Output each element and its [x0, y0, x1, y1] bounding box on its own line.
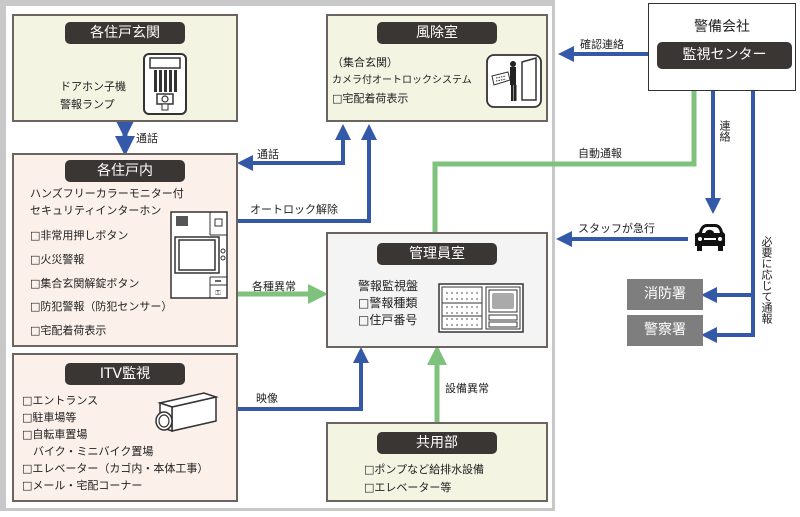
entrance-line: ドアホン子機: [60, 80, 126, 93]
alarm-panel-icon: [438, 283, 524, 333]
label-autolock-release: オートロック解除: [250, 203, 338, 216]
itv-line: バイク・ミニバイク置場: [22, 445, 154, 458]
office-title: 管理員室: [377, 243, 497, 265]
unit-title: 各住戸内: [65, 160, 185, 182]
office-box: 管理員室 警報監視盤 □警報種類 □住戸番号: [326, 232, 548, 348]
label-staff-rush: スタッフが急行: [578, 222, 655, 235]
itv-box: ITV監視 □エントランス □駐車場等 □自転車置場 バイク・ミニバイク置場 □…: [12, 353, 238, 502]
windbreak-box: 風除室 （集合玄関） カメラ付オートロックシステム □宅配着荷表示: [326, 14, 548, 122]
entrance-title: 各住戸玄関: [65, 22, 185, 44]
unit-line: ハンズフリーカラーモニター付: [30, 187, 184, 200]
unit-line: □非常用押しボタン: [30, 229, 129, 242]
common-box: 共用部 □ポンプなど給排水設備 □エレベーター等: [326, 422, 548, 502]
common-line: □エレベーター等: [364, 481, 452, 494]
unit-line: □防犯警報（防犯センサー）: [30, 300, 173, 313]
office-line: 警報監視盤: [358, 279, 419, 293]
police-station: 警察署: [627, 315, 703, 346]
label-call-windbreak: 通話: [257, 148, 279, 161]
security-company-name: 警備会社: [694, 19, 750, 35]
door-phone-icon: [143, 53, 187, 115]
windbreak-title: 風除室: [377, 22, 497, 44]
label-various-anomaly: 各種異常: [252, 280, 296, 293]
monitoring-center: 監視センター: [657, 42, 792, 69]
common-line: □ポンプなど給排水設備: [364, 463, 485, 476]
itv-line: □エレベーター（カゴ内・本体工事）: [22, 462, 209, 475]
label-confirm-contact: 確認連絡: [580, 38, 624, 51]
itv-title: ITV監視: [65, 363, 185, 385]
label-call-entrance: 通話: [136, 132, 158, 145]
label-contact: 連絡: [718, 120, 731, 142]
itv-line: □自転車置場: [22, 428, 88, 441]
security-company-box: 警備会社 監視センター: [648, 3, 796, 91]
unit-box: 各住戸内 ハンズフリーカラーモニター付 セキュリティインターホン □非常用押しボ…: [12, 153, 238, 347]
svg-text:⚿: ⚿: [215, 289, 221, 297]
label-auto-report: 自動通報: [578, 147, 622, 160]
office-line: □警報種類: [358, 296, 418, 310]
unit-line: □集合玄関解錠ボタン: [30, 277, 140, 290]
label-video: 映像: [256, 392, 278, 405]
security-camera-icon: [155, 392, 219, 433]
autolock-panel-icon: [486, 54, 542, 108]
unit-line: セキュリティインターホン: [30, 204, 162, 217]
unit-line: □火災警報: [30, 253, 85, 266]
windbreak-line: （集合玄関）: [332, 56, 398, 69]
itv-line: □駐車場等: [22, 411, 77, 424]
entrance-box: 各住戸玄関 ドアホン子機 警報ランプ: [12, 14, 238, 122]
windbreak-line: カメラ付オートロックシステム: [332, 75, 472, 86]
itv-line: □メール・宅配コーナー: [22, 479, 143, 492]
windbreak-line: □宅配着荷表示: [332, 92, 409, 105]
label-report-if-needed: 必要に応じて通報: [760, 236, 773, 324]
intercom-monitor-icon: ⚿: [170, 211, 228, 299]
common-title: 共用部: [377, 432, 497, 454]
itv-line: □エントランス: [22, 394, 99, 407]
label-equipment-anomaly: 設備異常: [445, 382, 489, 395]
entrance-line: 警報ランプ: [60, 98, 115, 111]
car-icon: [695, 224, 725, 251]
unit-line: □宅配着荷表示: [30, 324, 107, 337]
office-line: □住戸番号: [358, 313, 418, 327]
fire-department: 消防署: [627, 279, 703, 310]
